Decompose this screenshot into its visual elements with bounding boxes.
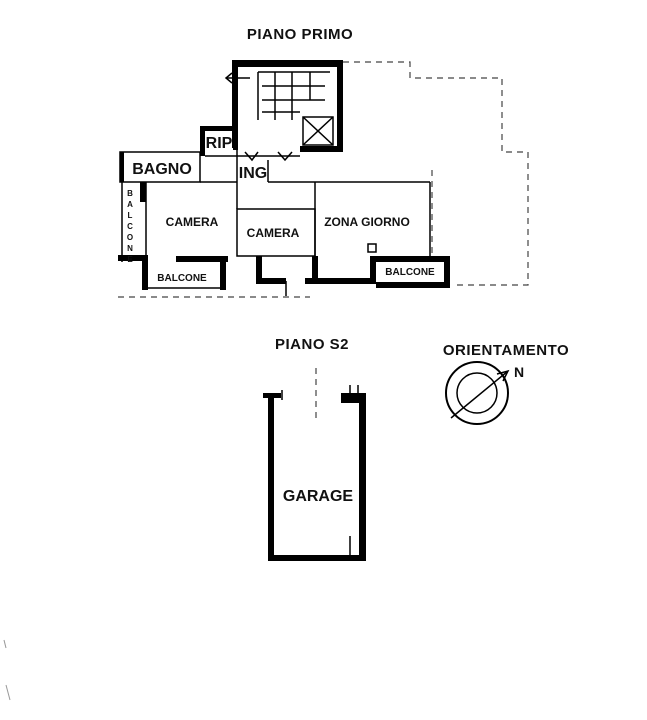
svg-text:A: A — [127, 200, 133, 209]
orientation-title: ORIENTAMENTO — [443, 342, 569, 359]
room-label-balcone-right: BALCONE — [385, 267, 435, 278]
room-label-camera-center: CAMERA — [247, 226, 300, 240]
room-label-garage: GARAGE — [283, 488, 354, 505]
svg-text:E: E — [127, 255, 133, 264]
room-label-zona-giorno: ZONA GIORNO — [324, 215, 410, 229]
room-label-camera-left: CAMERA — [166, 215, 219, 229]
room-label-balcone-side: B A L C O N E — [127, 189, 133, 264]
basement-title: PIANO S2 — [275, 336, 349, 353]
svg-text:N: N — [127, 244, 133, 253]
first-floor-plan: PIANO PRIMO RIP BAGNO ING CAMERA CAMERA … — [118, 26, 529, 298]
svg-text:O: O — [127, 233, 133, 242]
svg-text:B: B — [127, 189, 133, 198]
svg-text:L: L — [128, 211, 133, 220]
north-label: N — [514, 364, 524, 380]
north-arrow-icon — [445, 361, 510, 425]
svg-text:C: C — [127, 222, 133, 231]
room-label-balcone-left: BALCONE — [157, 273, 207, 284]
room-label-rip: RIP — [206, 135, 233, 152]
room-label-bagno: BAGNO — [132, 161, 192, 178]
room-label-ing: ING — [239, 165, 267, 182]
orientation-compass: ORIENTAMENTO N — [443, 342, 569, 425]
basement-plan: PIANO S2 GARAGE — [263, 336, 366, 561]
first-floor-title: PIANO PRIMO — [247, 26, 353, 43]
